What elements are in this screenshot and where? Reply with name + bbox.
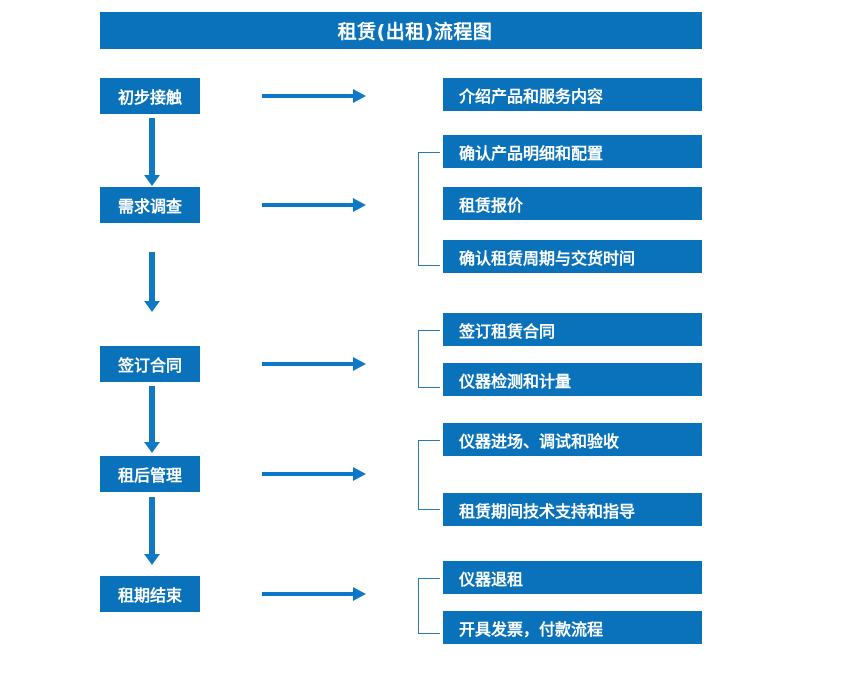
- group-bracket-5: [418, 578, 440, 634]
- flow-arrow-down-4: [144, 497, 160, 565]
- stage-label-1: 初步接触: [117, 88, 182, 107]
- stage-label-2: 需求调查: [117, 197, 182, 216]
- detail-box-4-2[interactable]: 租赁期间技术支持和指导: [443, 493, 702, 526]
- arrow-shaft: [262, 203, 354, 207]
- arrow-head-icon: [353, 357, 366, 371]
- flow-arrow-down-3: [144, 386, 160, 453]
- stage-label-5: 租期结束: [117, 586, 182, 605]
- detail-box-3-2[interactable]: 仪器检测和计量: [443, 363, 702, 396]
- arrow-head-icon: [353, 198, 366, 212]
- arrow-head-icon: [353, 467, 366, 481]
- detail-label-2-2: 租赁报价: [459, 195, 524, 215]
- detail-box-2-2[interactable]: 租赁报价: [443, 187, 702, 220]
- arrow-shaft: [149, 497, 155, 554]
- detail-label-3-1: 签订租赁合同: [459, 321, 556, 341]
- detail-box-3-1[interactable]: 签订租赁合同: [443, 313, 702, 346]
- flow-arrow-right-3: [262, 357, 366, 371]
- arrow-shaft: [262, 362, 354, 366]
- detail-box-5-1[interactable]: 仪器退租: [443, 561, 702, 594]
- detail-label-5-1: 仪器退租: [459, 569, 524, 589]
- group-bracket-3: [418, 330, 440, 388]
- flow-arrow-down-2: [144, 252, 160, 312]
- flow-arrow-down-1: [144, 118, 160, 186]
- stage-label-3: 签订合同: [117, 356, 182, 375]
- flow-arrow-right-5: [262, 587, 366, 601]
- arrow-shaft: [262, 472, 354, 476]
- stage-box-3[interactable]: 签订合同: [100, 346, 200, 382]
- detail-label-3-2: 仪器检测和计量: [459, 371, 572, 391]
- detail-box-1-1[interactable]: 介绍产品和服务内容: [443, 78, 702, 111]
- stage-box-1[interactable]: 初步接触: [100, 78, 200, 114]
- arrow-head-icon: [144, 554, 160, 565]
- diagram-title: 租赁(出租)流程图: [337, 21, 493, 43]
- detail-label-4-1: 仪器进场、调试和验收: [459, 431, 620, 451]
- arrow-head-icon: [353, 89, 366, 103]
- arrow-head-icon: [144, 442, 160, 453]
- flow-arrow-right-4: [262, 467, 366, 481]
- stage-label-4: 租后管理: [117, 466, 182, 485]
- detail-label-1-1: 介绍产品和服务内容: [459, 86, 604, 106]
- detail-box-4-1[interactable]: 仪器进场、调试和验收: [443, 423, 702, 456]
- arrow-shaft: [149, 386, 155, 442]
- detail-label-2-3: 确认租赁周期与交货时间: [459, 248, 636, 268]
- group-bracket-2: [418, 152, 440, 266]
- detail-label-2-1: 确认产品明细和配置: [459, 143, 604, 163]
- detail-label-4-2: 租赁期间技术支持和指导: [459, 501, 636, 521]
- detail-box-5-2[interactable]: 开具发票，付款流程: [443, 611, 702, 644]
- detail-box-2-1[interactable]: 确认产品明细和配置: [443, 135, 702, 168]
- arrow-shaft: [149, 252, 155, 301]
- arrow-shaft: [149, 118, 155, 175]
- group-bracket-4: [418, 440, 440, 510]
- stage-box-2[interactable]: 需求调查: [100, 187, 200, 223]
- flow-arrow-right-1: [262, 89, 366, 103]
- stage-box-4[interactable]: 租后管理: [100, 456, 200, 492]
- arrow-head-icon: [144, 175, 160, 186]
- arrow-head-icon: [144, 301, 160, 312]
- arrow-head-icon: [353, 587, 366, 601]
- flow-arrow-right-2: [262, 198, 366, 212]
- arrow-shaft: [262, 592, 354, 596]
- diagram-title-banner: 租赁(出租)流程图: [100, 12, 702, 49]
- stage-box-5[interactable]: 租期结束: [100, 576, 200, 612]
- arrow-shaft: [262, 94, 354, 98]
- detail-label-5-2: 开具发票，付款流程: [459, 619, 604, 639]
- detail-box-2-3[interactable]: 确认租赁周期与交货时间: [443, 240, 702, 273]
